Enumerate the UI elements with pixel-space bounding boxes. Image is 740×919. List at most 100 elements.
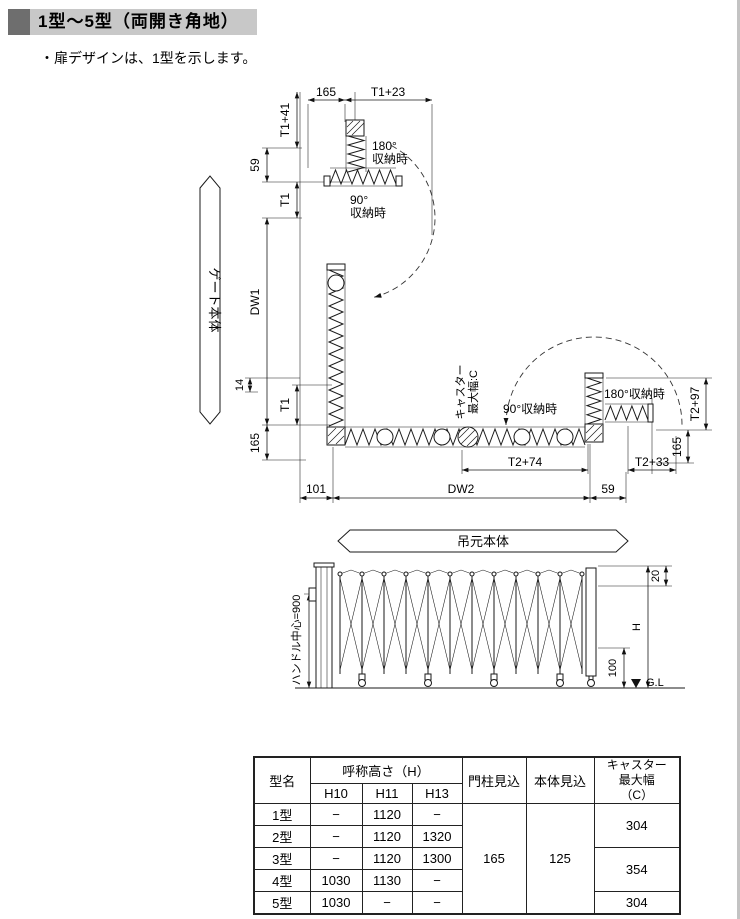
dim-label-t2-plus74: T2+74 <box>508 455 543 469</box>
dim-label-59-bottom: 59 <box>601 482 615 496</box>
dim-label-165-left: 165 <box>248 433 262 453</box>
cell-h10: − <box>309 803 363 826</box>
spec-table: 型名 呼称高さ（H） 門柱見込 本体見込 キャスター 最大幅 （C） H10 H… <box>253 756 681 915</box>
gate-body-range-box <box>199 175 221 425</box>
cell-h10: 1030 <box>309 891 363 914</box>
plan-view: 165 T1+23 T1+41 59 T1 180° 収納時 90° 収納時 ゲ… <box>199 85 712 503</box>
ground-level-marker <box>631 679 641 688</box>
corner-post <box>326 426 346 446</box>
dim-label-t1-plus23: T1+23 <box>371 85 406 99</box>
elevation-casters <box>358 673 595 687</box>
col-header-h11: H11 <box>361 782 413 805</box>
elevation-extension-lines <box>304 565 672 649</box>
cell-h11: 1120 <box>361 825 413 848</box>
col-header-caster-line2: 最大幅 <box>618 773 655 787</box>
label-stored-180-top-line1: 180° <box>372 139 397 153</box>
caster-circle <box>513 428 531 446</box>
cell-model: 1型 <box>253 803 311 826</box>
cell-body-depth: 125 <box>525 803 595 914</box>
gate-leaf-vertical <box>326 263 346 427</box>
header-row-1: 型名 呼称高さ（H） 門柱見込 本体見込 キャスター 最大幅 （C） <box>253 756 681 804</box>
label-stored-180-right: 180°収納時 <box>604 387 665 401</box>
label-caster-max-width-line2: 最大幅:C <box>466 370 480 414</box>
label-handle-center: ハンドル中心=900 <box>290 595 303 686</box>
cell-model: 4型 <box>253 869 311 892</box>
label-gate-body: ゲート本体 <box>207 267 222 332</box>
col-header-caster-line1: キャスター <box>606 758 667 772</box>
header-row-2: H10 H11 H13 <box>254 782 680 805</box>
cell-caster-3-4: 354 <box>593 847 681 892</box>
cell-h13: − <box>411 869 463 892</box>
cell-model: 3型 <box>253 847 311 870</box>
dim-label-h: H <box>631 623 643 631</box>
col-header-post-depth: 門柱見込 <box>461 756 527 804</box>
label-stored-90-right: 90°収納時 <box>503 402 557 416</box>
elevation-left-post <box>308 562 335 689</box>
table-row-type3: 3型 − 1120 1300 354 <box>253 847 681 892</box>
dim-label-59: 59 <box>248 158 262 172</box>
col-header-model: 型名 <box>253 756 311 804</box>
col-header-h10: H10 <box>309 782 363 805</box>
cell-h11: − <box>361 891 413 914</box>
dim-label-14: 14 <box>234 379 246 391</box>
cell-caster-1-2: 304 <box>593 803 681 848</box>
dim-label-t1-upper: T1 <box>278 193 292 207</box>
swing-arc-right <box>503 336 683 426</box>
elevation-view: ハンドル中心=900 20 H 100 G.L <box>290 562 685 689</box>
col-header-body-depth: 本体見込 <box>525 756 595 804</box>
dim-label-t2-plus97: T2+97 <box>688 386 702 421</box>
col-header-caster: キャスター 最大幅 （C） <box>593 756 681 804</box>
cell-h11: 1130 <box>361 869 413 892</box>
cell-h11: 1120 <box>361 803 413 826</box>
design-note: ・扉デザインは、1型を示します。 <box>40 50 257 66</box>
extension-lines <box>245 92 712 503</box>
cell-h10: 1030 <box>309 869 363 892</box>
dim-label-t1-plus41: T1+41 <box>278 102 292 137</box>
gate-post-circle <box>457 426 479 448</box>
dim-label-dw2: DW2 <box>448 482 475 496</box>
label-hinge-body: 吊元本体 <box>457 534 509 549</box>
col-header-h13: H13 <box>411 782 463 805</box>
cell-post-depth: 165 <box>461 803 527 914</box>
dim-label-101: 101 <box>306 482 326 496</box>
dim-label-165-top: 165 <box>316 85 336 99</box>
caster-circle <box>433 428 451 446</box>
cell-model: 5型 <box>253 891 311 914</box>
page-edge <box>737 0 740 919</box>
section-title-bar: 1型〜5型（両開き角地） <box>8 9 257 35</box>
title-accent-block <box>8 9 30 35</box>
gate-leaf-horizontal <box>344 426 586 448</box>
dim-label-dw1: DW1 <box>248 288 262 315</box>
stored-gate-top <box>323 119 403 187</box>
cell-model: 2型 <box>253 825 311 848</box>
label-ground-level: G.L <box>646 677 664 689</box>
col-header-height-group: 呼称高さ（H） <box>309 756 463 784</box>
dim-label-100: 100 <box>607 659 619 677</box>
cell-h13: 1320 <box>411 825 463 848</box>
cell-h10: − <box>309 847 363 870</box>
cell-h13: 1300 <box>411 847 463 870</box>
dim-label-t2-plus33: T2+33 <box>635 455 670 469</box>
elevation-end-stile <box>585 567 597 677</box>
label-stored-90-top-line2: 収納時 <box>350 206 386 220</box>
elevation-dimension-lines <box>306 566 669 688</box>
dim-label-t1-lower: T1 <box>278 398 292 412</box>
swing-arc-top <box>374 145 436 298</box>
label-stored-90-top-line1: 90° <box>350 193 368 207</box>
cell-h10: − <box>309 825 363 848</box>
table-row-type2: 2型 − 1120 1320 <box>253 825 680 848</box>
cell-h13: − <box>411 891 463 914</box>
table-row-type5: 5型 1030 − − 304 <box>253 891 681 914</box>
col-header-caster-line3: （C） <box>620 788 654 802</box>
cell-caster-5: 304 <box>593 891 681 914</box>
hinge-body-ribbon: 吊元本体 <box>337 529 629 553</box>
dim-label-165-right: 165 <box>670 437 684 457</box>
label-stored-180-top-line2: 収納時 <box>372 152 408 166</box>
accordion-lattice <box>337 569 585 674</box>
label-caster-max-width-line1: キャスター <box>454 365 467 420</box>
page-title: 1型〜5型（両開き角地） <box>30 9 257 35</box>
caster-circle <box>376 428 394 446</box>
handle <box>308 587 317 602</box>
